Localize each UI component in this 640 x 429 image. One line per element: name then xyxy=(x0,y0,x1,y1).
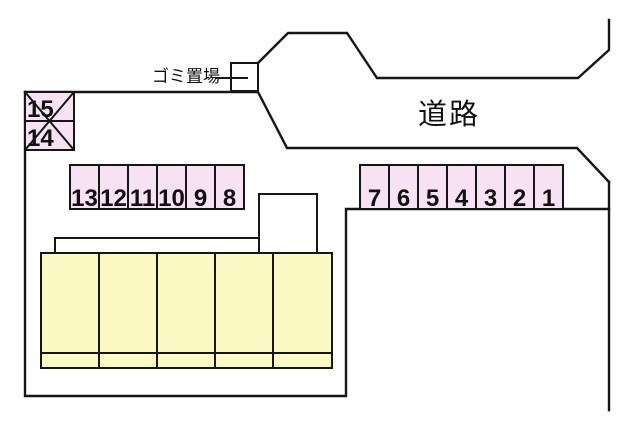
building-unit-1-strip xyxy=(40,352,100,369)
parking-space-3-number: 3 xyxy=(484,185,497,212)
entrance-box xyxy=(258,193,318,254)
parking-space-8-number: 8 xyxy=(223,185,236,212)
building-unit-2-strip xyxy=(98,352,158,369)
parking-space-11 xyxy=(127,164,158,210)
walkway-edge xyxy=(54,237,260,252)
building-unit-2 xyxy=(98,252,158,354)
parking-space-15-number: 15 xyxy=(27,96,54,123)
parking-space-14-number: 14 xyxy=(27,125,54,152)
parking-space-1-number: 1 xyxy=(542,185,555,212)
parking-space-4-number: 4 xyxy=(455,185,469,212)
parking-space-2-number: 2 xyxy=(513,185,526,212)
parking-space-5-number: 5 xyxy=(426,185,439,212)
parking-space-5 xyxy=(417,164,448,210)
parking-space-13 xyxy=(69,164,100,210)
garbage-area-label: ゴミ置場 xyxy=(152,67,220,86)
parking-space-7 xyxy=(359,164,390,210)
parking-space-13-number: 13 xyxy=(71,185,98,212)
road-upper-edge xyxy=(256,18,611,80)
parking-space-10-number: 10 xyxy=(158,185,185,212)
parking-space-11-number: 11 xyxy=(130,185,155,212)
parking-space-3 xyxy=(475,164,506,210)
building-unit-4 xyxy=(214,252,274,354)
parking-space-12-number: 12 xyxy=(100,185,127,212)
building-unit-4-strip xyxy=(214,352,274,369)
building-unit-3-strip xyxy=(156,352,216,369)
parking-space-8 xyxy=(214,164,245,210)
road-lower-edge xyxy=(23,90,611,184)
parking-space-12 xyxy=(98,164,129,210)
parking-space-6 xyxy=(388,164,419,210)
parking-space-9-number: 9 xyxy=(194,185,207,212)
parking-space-7-number: 7 xyxy=(368,185,381,212)
parking-space-6-number: 6 xyxy=(397,185,410,212)
parking-space-1 xyxy=(533,164,564,210)
road-label: 道路 xyxy=(418,99,481,131)
building-unit-5-strip xyxy=(272,352,333,369)
building-unit-1 xyxy=(40,252,100,354)
building-unit-5 xyxy=(272,252,333,354)
cross-line xyxy=(24,91,75,151)
building-block xyxy=(40,252,333,369)
parking-space-9 xyxy=(185,164,216,210)
building-unit-3 xyxy=(156,252,216,354)
parking-space-4 xyxy=(446,164,477,210)
